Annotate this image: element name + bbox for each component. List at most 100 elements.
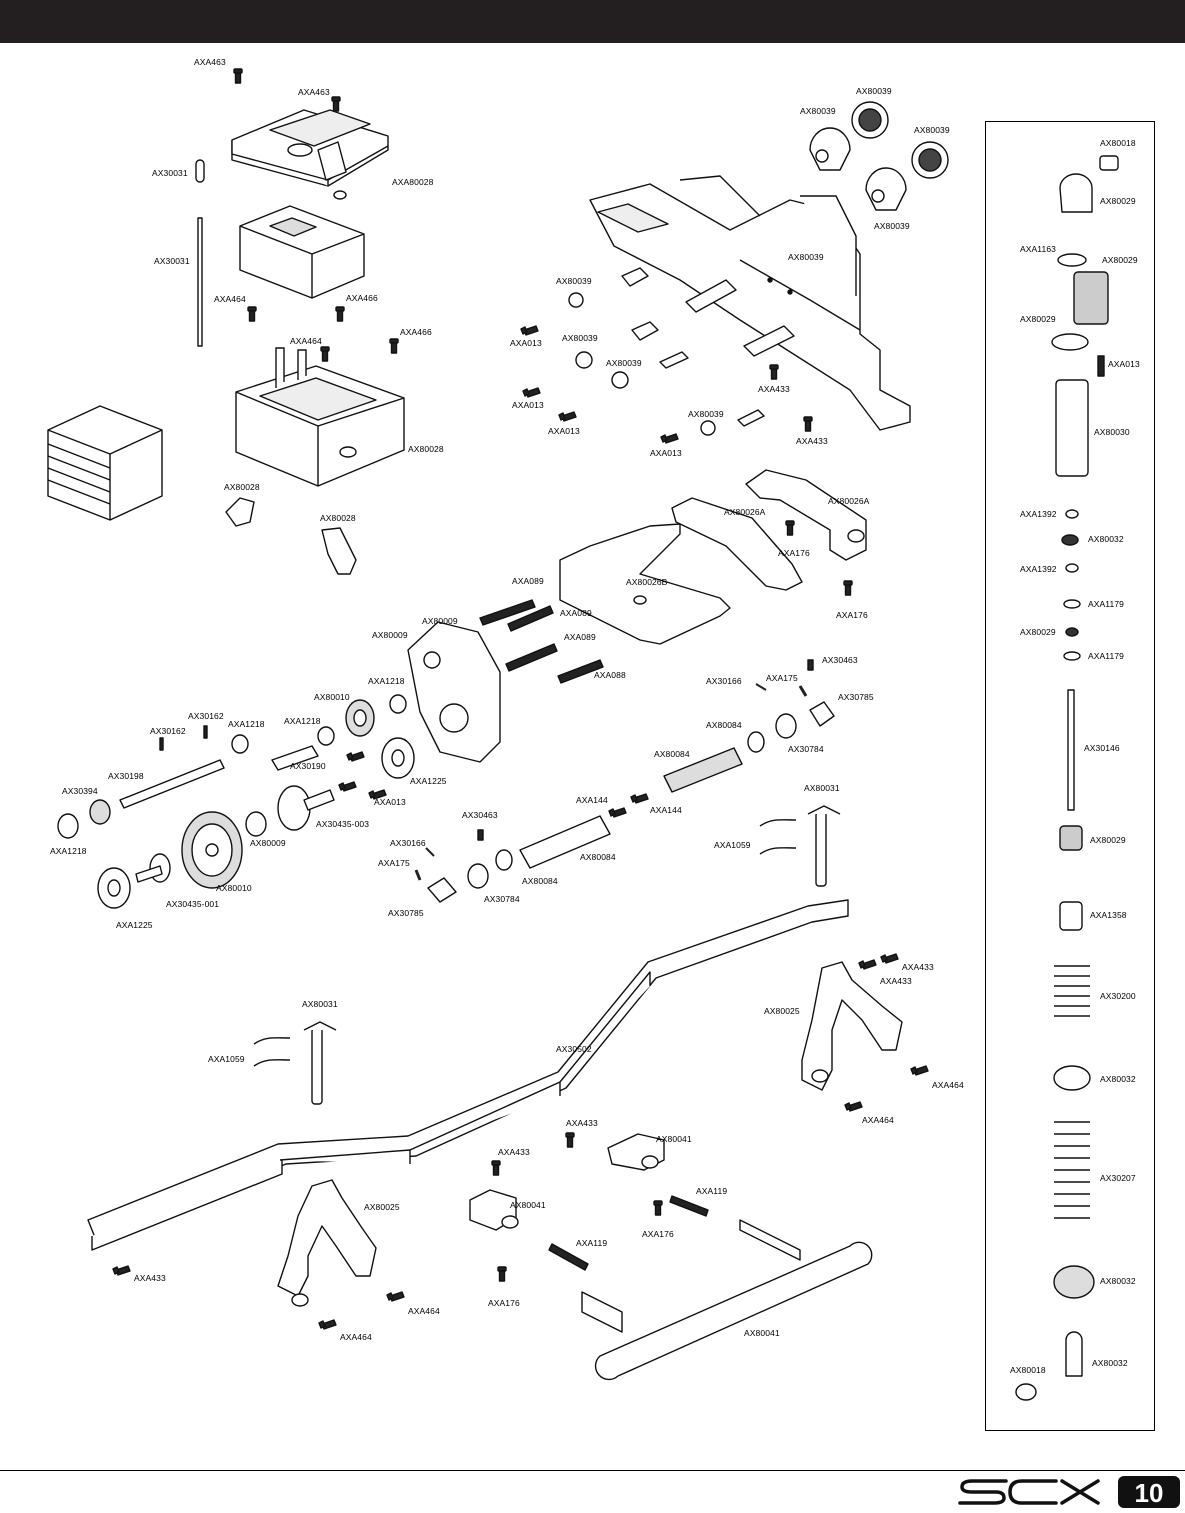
part-label: AX30784 xyxy=(788,744,824,754)
part-label: AX30785 xyxy=(388,908,424,918)
receiver-box-tray xyxy=(235,347,405,487)
axa144-screw-icon xyxy=(608,807,627,818)
part-label: AXA176 xyxy=(642,1229,674,1239)
ax30190-spacer-icon xyxy=(271,745,319,771)
part-label: AXA1218 xyxy=(228,719,265,729)
ax80039-light-part-icon xyxy=(568,267,765,436)
part-label: AX80084 xyxy=(522,876,558,886)
part-label: AX80039 xyxy=(556,276,592,286)
part-label: AX80029 xyxy=(1100,196,1136,206)
axa013-screw-icon xyxy=(338,781,357,792)
part-label: AX30166 xyxy=(390,838,426,848)
axa464-screw-icon xyxy=(910,1065,929,1076)
part-label: AXA013 xyxy=(512,400,544,410)
part-label: AX80039 xyxy=(800,106,836,116)
axa433-screw-icon xyxy=(858,959,877,970)
part-label: AXA433 xyxy=(134,1273,166,1283)
axa176-screw-icon xyxy=(497,1266,507,1282)
part-label: AX80084 xyxy=(706,720,742,730)
part-label: AX30435-001 xyxy=(166,899,220,909)
shock-assembly-panel xyxy=(985,121,1155,1431)
ax30784-yoke-icon xyxy=(467,713,797,889)
part-label: AXA119 xyxy=(576,1238,608,1248)
ax30463-pin-icon xyxy=(477,659,814,841)
ax80009-spacer-icon xyxy=(245,811,267,837)
part-label: AX80031 xyxy=(804,783,840,793)
part-label: AXA1059 xyxy=(714,840,751,850)
part-label: AXA1392 xyxy=(1020,509,1057,519)
part-label: AX30435-003 xyxy=(316,819,370,829)
part-label: AXA119 xyxy=(696,1186,728,1196)
part-label: AX30031 xyxy=(154,256,190,266)
part-label: AX80039 xyxy=(562,333,598,343)
axa1059-body-clip-icon xyxy=(253,819,797,1067)
part-label: AX80025 xyxy=(764,1006,800,1016)
part-label: AX80041 xyxy=(744,1328,780,1338)
ax30031-pin-icon xyxy=(195,159,205,183)
ax80028-mount-icon xyxy=(321,527,357,575)
part-label: AX80084 xyxy=(580,852,616,862)
axa433-screw-icon xyxy=(769,364,779,380)
part-label: AXA013 xyxy=(374,797,406,807)
ax80026a-brace-icon xyxy=(671,497,803,591)
part-label: AXA464 xyxy=(214,294,246,304)
part-label: AX30207 xyxy=(1100,1173,1136,1183)
part-label: AXA464 xyxy=(408,1306,440,1316)
ax80028-clip-icon xyxy=(225,497,255,527)
part-label: AXA089 xyxy=(560,608,592,618)
axa464-screw-icon xyxy=(320,346,330,362)
part-label: AX30190 xyxy=(290,761,326,771)
part-label: AXA013 xyxy=(510,338,542,348)
part-label: AX80010 xyxy=(314,692,350,702)
part-label: AXA433 xyxy=(758,384,790,394)
part-label: AXA433 xyxy=(498,1147,530,1157)
receiver-box-insert xyxy=(239,205,365,299)
part-label: AX80029 xyxy=(1090,835,1126,845)
part-label: AX80028 xyxy=(408,444,444,454)
part-label: AX80039 xyxy=(874,221,910,231)
part-label: AXA466 xyxy=(346,293,378,303)
footer-divider xyxy=(0,1470,1185,1471)
ax30162-pin-icon xyxy=(159,725,208,751)
axa176-screw-icon xyxy=(843,580,853,596)
transmission-case-icon xyxy=(407,621,501,763)
part-label: AX80028 xyxy=(224,482,260,492)
axa466-screw-icon xyxy=(335,306,345,322)
axa013-screw-icon xyxy=(558,411,577,422)
part-label: AXA089 xyxy=(512,576,544,586)
axa013-screw-icon xyxy=(346,751,365,762)
ax30502-frame-rail-icon xyxy=(87,899,849,1251)
part-label: AXA1218 xyxy=(368,676,405,686)
part-label: AX80030 xyxy=(1094,427,1130,437)
ax80026a-brace-icon xyxy=(745,469,867,561)
axa144-screw-icon xyxy=(630,793,649,804)
ax80084-driveshaft-icon xyxy=(495,731,765,871)
part-label: AX30463 xyxy=(462,810,498,820)
part-label: AX80039 xyxy=(688,409,724,419)
axa176-screw-icon xyxy=(785,520,795,536)
part-label: AXA1218 xyxy=(284,716,321,726)
part-label: AX80031 xyxy=(302,999,338,1009)
part-label: AXA1059 xyxy=(208,1054,245,1064)
part-label: AX30162 xyxy=(150,726,186,736)
axa433-screw-icon xyxy=(880,953,899,964)
receiver-box-lid xyxy=(231,109,389,200)
ax80039-light-bucket-icon xyxy=(865,167,907,211)
part-label: AXA176 xyxy=(836,610,868,620)
ax80010-gear-icon xyxy=(345,699,375,737)
axa088-bolt-icon xyxy=(557,659,604,684)
part-label: AXA464 xyxy=(340,1332,372,1342)
scx10-logo: 10 xyxy=(958,1476,1180,1508)
part-label: AXA463 xyxy=(194,57,226,67)
part-label: AX80039 xyxy=(788,252,824,262)
part-label: AX80029 xyxy=(1102,255,1138,265)
axa463-screw-icon xyxy=(233,68,243,84)
ax30166-pin-icon xyxy=(425,683,767,857)
part-label: AX80010 xyxy=(216,883,252,893)
axa013-screw-icon xyxy=(660,433,679,444)
part-label: AXA433 xyxy=(880,976,912,986)
axa433-screw-icon xyxy=(803,416,813,432)
part-label: AX80026B xyxy=(626,577,668,587)
ax30031-rod-icon xyxy=(197,217,203,347)
